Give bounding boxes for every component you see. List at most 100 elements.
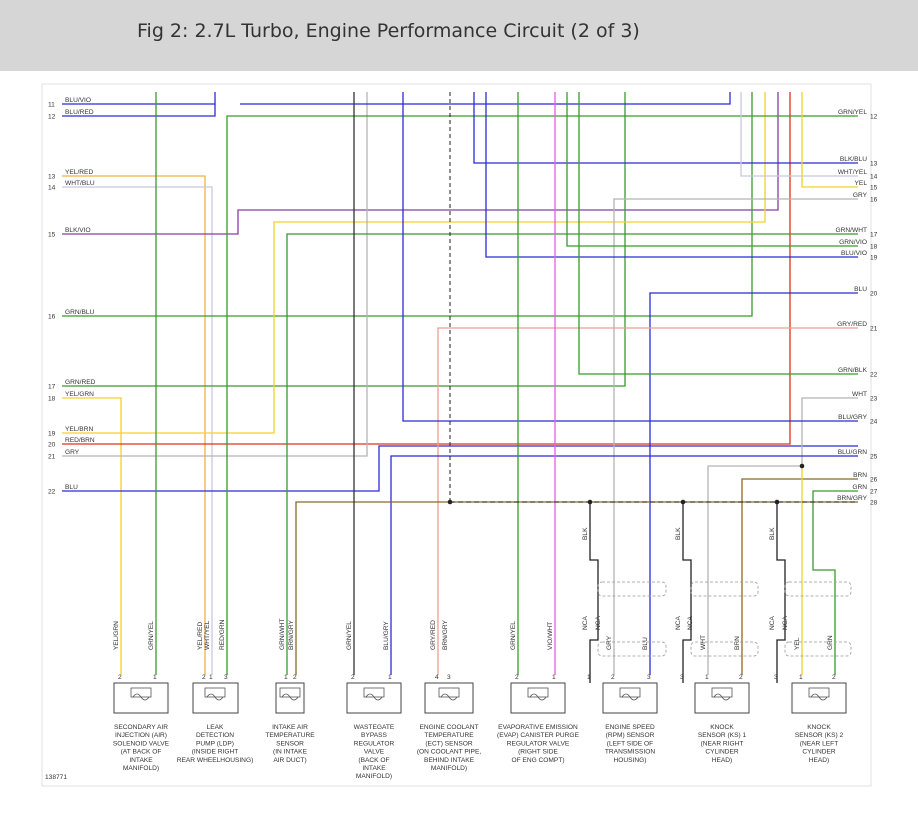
component-caption: ENGINE COOLANT xyxy=(420,724,479,731)
component-caption: EVAPORATIVE EMISSION xyxy=(498,724,578,731)
wire-path xyxy=(62,445,858,492)
figure-id: 138771 xyxy=(45,774,67,781)
wire-vertical-label: BLK xyxy=(582,527,589,540)
wire-number-left: 15 xyxy=(48,232,56,239)
wire-vertical-label: GRN/YEL xyxy=(346,621,353,650)
component-caption: (EVAP) CANISTER PURGE xyxy=(497,732,580,739)
coil-symbol xyxy=(132,693,150,701)
wire-path xyxy=(741,478,858,675)
wire-path xyxy=(812,490,858,675)
wire-vertical-label: BRN xyxy=(734,636,741,650)
shield-symbol xyxy=(690,641,759,657)
wire-number-left: 12 xyxy=(48,114,56,121)
wire-vertical-label: GRY/RED xyxy=(430,620,437,650)
component-caption: ENGINE SPEED xyxy=(605,724,655,731)
wire-number-right: 17 xyxy=(870,232,878,239)
wire-vertical-label: BRN/GRY xyxy=(288,619,295,650)
wire-number-right: 19 xyxy=(870,255,878,262)
wire-path xyxy=(437,327,858,675)
component-caption: SOLENOID VALVE xyxy=(113,740,170,747)
wire-color-label: GRN xyxy=(852,484,867,491)
component-caption: HEAD) xyxy=(712,757,733,764)
component-body xyxy=(510,682,566,714)
wire-color-label: BLU/VIO xyxy=(841,250,867,257)
wire-number-right: 16 xyxy=(870,197,878,204)
component-caption: (RIGHT SIDE xyxy=(518,749,558,756)
coil-symbol xyxy=(713,693,731,701)
wire-color-label: BLU xyxy=(65,484,78,491)
junction-dot xyxy=(447,499,453,505)
pin-number: 1 xyxy=(284,674,288,681)
component-caption: MANIFOLD) xyxy=(431,765,467,772)
component-caption: (RPM) SENSOR xyxy=(606,732,655,739)
component-caption: DETECTION xyxy=(196,732,234,739)
wire-path xyxy=(801,92,858,188)
wire-vertical-label: YEL/GRN xyxy=(113,621,120,650)
wire-color-label: YEL/GRN xyxy=(65,391,94,398)
wire-color-label: WHT/BLU xyxy=(65,180,95,187)
wire-path xyxy=(62,397,122,675)
pin-number: 1 xyxy=(209,674,213,681)
component-caption: INJECTION (AIR) xyxy=(115,732,167,739)
coil-symbol xyxy=(281,693,299,701)
pin-number: 2 xyxy=(351,674,355,681)
component-caption: TEMPERATURE xyxy=(424,732,474,739)
wire-vertical-label: NCA xyxy=(675,615,682,630)
wire-color-label: GRN/WHT xyxy=(836,227,868,234)
coil-symbol xyxy=(365,693,383,701)
shield-symbol xyxy=(784,641,852,657)
pin-number: 2 xyxy=(202,674,206,681)
component-caption: REGULATOR VALVE xyxy=(507,740,570,747)
wire-vertical-label: NCA xyxy=(687,615,694,630)
drain-wire xyxy=(589,502,599,683)
component-body xyxy=(791,682,847,714)
wire-path xyxy=(240,92,731,105)
component-caption: INTAKE AIR xyxy=(272,724,308,731)
component-caption: (INSIDE RIGHT xyxy=(192,749,239,756)
pin-number: 1 xyxy=(552,674,556,681)
component-caption: REAR WHEELHOUSING) xyxy=(177,757,254,764)
wire-vertical-label: BRN/GRY xyxy=(442,619,449,650)
pin-number: 1 xyxy=(153,674,157,681)
component-caption: CYLINDER xyxy=(802,749,836,756)
drain-wire xyxy=(776,502,786,683)
wire-number-right: 28 xyxy=(870,500,878,507)
wire-color-label: BRN/GRY xyxy=(837,495,868,502)
wire-number-right: 15 xyxy=(870,185,878,192)
wire-number-left: 16 xyxy=(48,314,56,321)
wire-number-right: 24 xyxy=(870,419,878,426)
wire-number-left: 14 xyxy=(48,185,56,192)
pin-number: 3 xyxy=(447,674,451,681)
wire-color-label: GRN/BLU xyxy=(65,309,95,316)
component-caption: VALVE xyxy=(364,749,385,756)
wire-vertical-label: VIO/WHT xyxy=(547,622,554,650)
wire-path xyxy=(740,92,858,177)
wire-number-left: 18 xyxy=(48,396,56,403)
component-caption: (NEAR LEFT xyxy=(800,740,838,747)
component-caption: HOUSING) xyxy=(614,757,647,764)
wire-path xyxy=(390,455,858,675)
wire-number-right: 25 xyxy=(870,454,878,461)
pin-number: 2 xyxy=(293,674,297,681)
wire-vertical-label: GRN xyxy=(827,635,834,650)
component-caption: TEMPERATURE xyxy=(265,732,315,739)
component-caption: INTAKE xyxy=(129,757,153,764)
wire-vertical-label: BLK xyxy=(769,527,776,540)
wire-vertical-label: YEL xyxy=(794,637,801,650)
diagram-border xyxy=(41,83,872,787)
component-caption: KNOCK xyxy=(807,724,831,731)
component-caption: SENSOR xyxy=(276,740,304,747)
wire-vertical-label: BLU/GRY xyxy=(383,621,390,650)
wire-color-label: YEL/RED xyxy=(65,169,93,176)
wire-color-label: BLU/RED xyxy=(65,109,94,116)
wire-number-right: 27 xyxy=(870,489,878,496)
wire-color-label: WHT xyxy=(852,391,867,398)
component-caption: BEHIND INTAKE xyxy=(424,757,475,764)
pin-number: 2 xyxy=(739,674,743,681)
wire-number-left: 19 xyxy=(48,431,56,438)
component-caption: INTAKE xyxy=(362,765,386,772)
wire-vertical-label: NCA xyxy=(782,615,789,630)
wire-path xyxy=(578,92,858,375)
component-caption: (NEAR RIGHT xyxy=(701,740,744,747)
wire-vertical-label: WHT xyxy=(700,635,707,650)
